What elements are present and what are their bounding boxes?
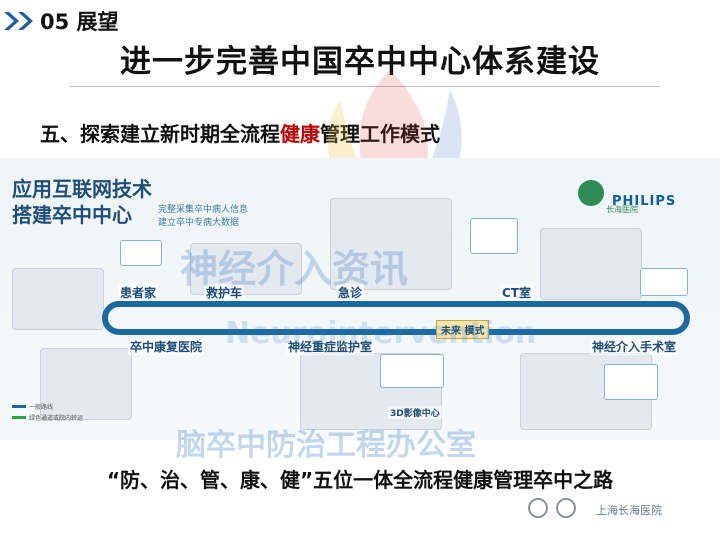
pathway-route: [102, 301, 690, 335]
infographic-title-line1: 应用互联网技术: [12, 177, 152, 201]
future-mode-tag: 未来 模式: [436, 320, 490, 339]
node-emergency: 急诊: [336, 284, 365, 301]
legend: 一般路线 绿色通道或院内转运: [12, 402, 83, 422]
info-card: [380, 354, 444, 388]
rehab-illustration: [40, 348, 132, 420]
node-rehab-hospital: 卒中康复医院: [128, 338, 205, 355]
node-patient-home: 患者家: [118, 284, 159, 301]
node-interventional-or: 神经介入手术室: [590, 338, 679, 355]
watermark-text: 脑卒中防治工程办公室: [176, 428, 476, 463]
emergency-illustration: [330, 198, 452, 290]
subtitle-suffix: 管理工作模式: [320, 122, 440, 146]
subtitle-highlight: 健康: [280, 122, 320, 146]
info-card: [120, 240, 162, 266]
subtitle-prefix: 五、探索建立新时期全流程: [40, 122, 280, 146]
title-divider: [70, 86, 660, 87]
footer-logo-icon: [556, 498, 576, 518]
patient-home-illustration: [12, 268, 104, 330]
care-pathway-infographic: 应用互联网技术 搭建卒中中心 完整采集卒中病人信息 建立卒中专病大数据 长海医院…: [0, 158, 720, 463]
chevron-right-icon: [4, 12, 19, 30]
info-card: [604, 364, 658, 400]
legend-label: 一般路线: [29, 404, 54, 411]
infographic-note-line2: 建立卒中专病大数据: [158, 218, 240, 228]
node-ct-room: CT室: [500, 284, 533, 301]
hospital-logo-icon: [578, 180, 604, 206]
slogan: “防、治、管、康、健”五位一体全流程健康管理卒中之路: [106, 468, 614, 492]
partner-logo: PHILIPS: [612, 194, 677, 209]
legend-swatch: [12, 416, 26, 419]
info-card: [640, 268, 688, 296]
watermark-text: Neurointervention: [225, 316, 537, 351]
info-card: [470, 218, 518, 254]
legend-item: 一般路线: [12, 402, 83, 411]
infographic-title: 应用互联网技术 搭建卒中中心: [12, 176, 152, 228]
legend-item: 绿色通道或院内转运: [12, 413, 83, 422]
node-ambulance: 救护车: [204, 284, 245, 301]
infographic-note-line1: 完整采集卒中病人信息: [158, 205, 249, 215]
section-heading: 05 展望: [40, 6, 119, 36]
section-number: 05: [40, 10, 70, 34]
infographic-note: 完整采集卒中病人信息 建立卒中专病大数据: [158, 204, 248, 230]
node-neuro-icu: 神经重症监护室: [286, 338, 375, 355]
page-title: 进一步完善中国卒中中心体系建设: [120, 44, 600, 80]
footer-org-name: 上海长海医院: [596, 504, 662, 517]
node-imaging-center: 3D影像中心: [388, 406, 442, 419]
watermark-text: 神经介入资讯: [180, 247, 409, 291]
hospital-name: 长海医院: [606, 205, 638, 214]
legend-swatch: [12, 405, 26, 408]
infographic-title-line2: 搭建卒中中心: [12, 203, 132, 227]
chevron-right-icon: [18, 12, 33, 30]
slide-subtitle: 五、探索建立新时期全流程健康管理工作模式: [40, 118, 440, 147]
ct-room-illustration: [540, 228, 642, 300]
footer-logo-icon: [528, 498, 548, 518]
legend-label: 绿色通道或院内转运: [29, 415, 84, 422]
section-title: 展望: [76, 10, 119, 34]
